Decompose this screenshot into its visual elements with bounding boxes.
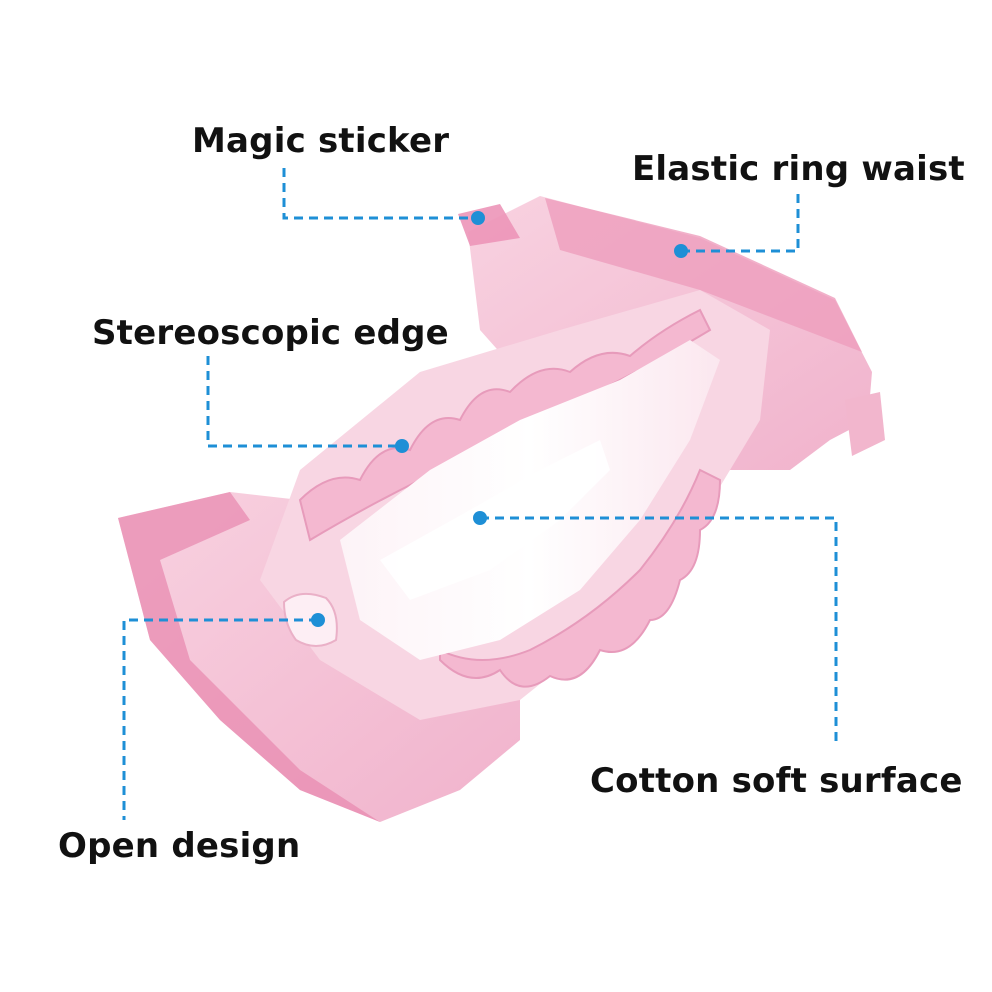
marker-dot-elastic-ring-waist [674,244,688,258]
leader-line-open-design [122,618,318,820]
marker-dot-cotton-soft-surface [473,511,487,525]
leader-line-elastic-ring-waist [681,194,800,253]
leader-line-stereoscopic-edge [206,356,402,448]
label-open-design: Open design [58,826,301,866]
elastic-waist-band [545,198,862,352]
right-side-tab [845,392,885,456]
marker-dot-open-design [311,613,325,627]
stereoscopic-edge-lower [439,468,722,688]
marker-dot-stereoscopic-edge [395,439,409,453]
marker-dots [311,211,688,627]
front-waist-band [118,492,380,822]
leader-lines [122,168,838,820]
label-magic-sticker: Magic sticker [192,121,450,161]
cotton-pad-segment [380,440,610,600]
label-cotton-soft-surface: Cotton soft surface [590,761,963,801]
marker-dot-magic-sticker [471,211,485,225]
leader-line-magic-sticker [282,168,478,220]
label-elastic-ring-waist: Elastic ring waist [632,149,965,189]
label-stereoscopic-edge: Stereoscopic edge [92,313,449,353]
